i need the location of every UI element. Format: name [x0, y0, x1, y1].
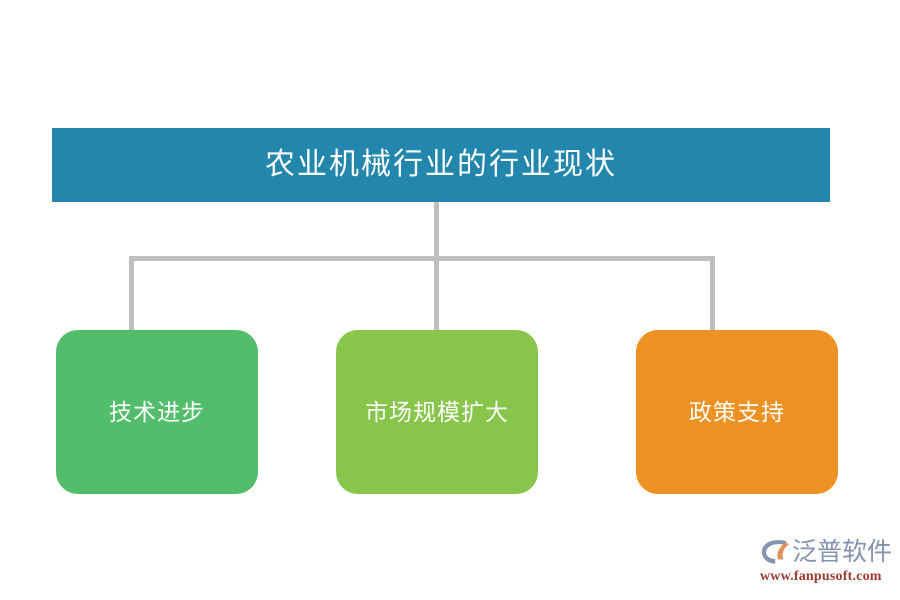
- brand-watermark: 泛普软件 www.fanpusoft.com: [760, 536, 896, 590]
- brand-url-text: www.fanpusoft.com: [760, 569, 882, 584]
- diagram-node-market-scale[interactable]: 市场规模扩大: [336, 330, 538, 494]
- brand-name-text: 泛普软件: [792, 538, 893, 566]
- diagram-node-label: 市场规模扩大: [365, 399, 509, 425]
- diagram-node-policy-support[interactable]: 政策支持: [636, 330, 838, 494]
- connector-drop-right: [710, 256, 715, 334]
- brand-row: 泛普软件: [760, 536, 896, 568]
- connector-drop-left: [129, 256, 134, 334]
- diagram-node-technology[interactable]: 技术进步: [56, 330, 258, 494]
- connector-horizontal-bus: [129, 256, 715, 261]
- diagram-node-label: 政策支持: [689, 399, 785, 425]
- diagram-title-text: 农业机械行业的行业现状: [265, 148, 617, 181]
- fanpu-logo-icon: [760, 538, 790, 566]
- diagram-title-bar: 农业机械行业的行业现状: [52, 128, 830, 202]
- connector-drop-center: [434, 256, 439, 334]
- connector-stem-vertical: [434, 202, 439, 259]
- diagram-node-label: 技术进步: [109, 399, 205, 425]
